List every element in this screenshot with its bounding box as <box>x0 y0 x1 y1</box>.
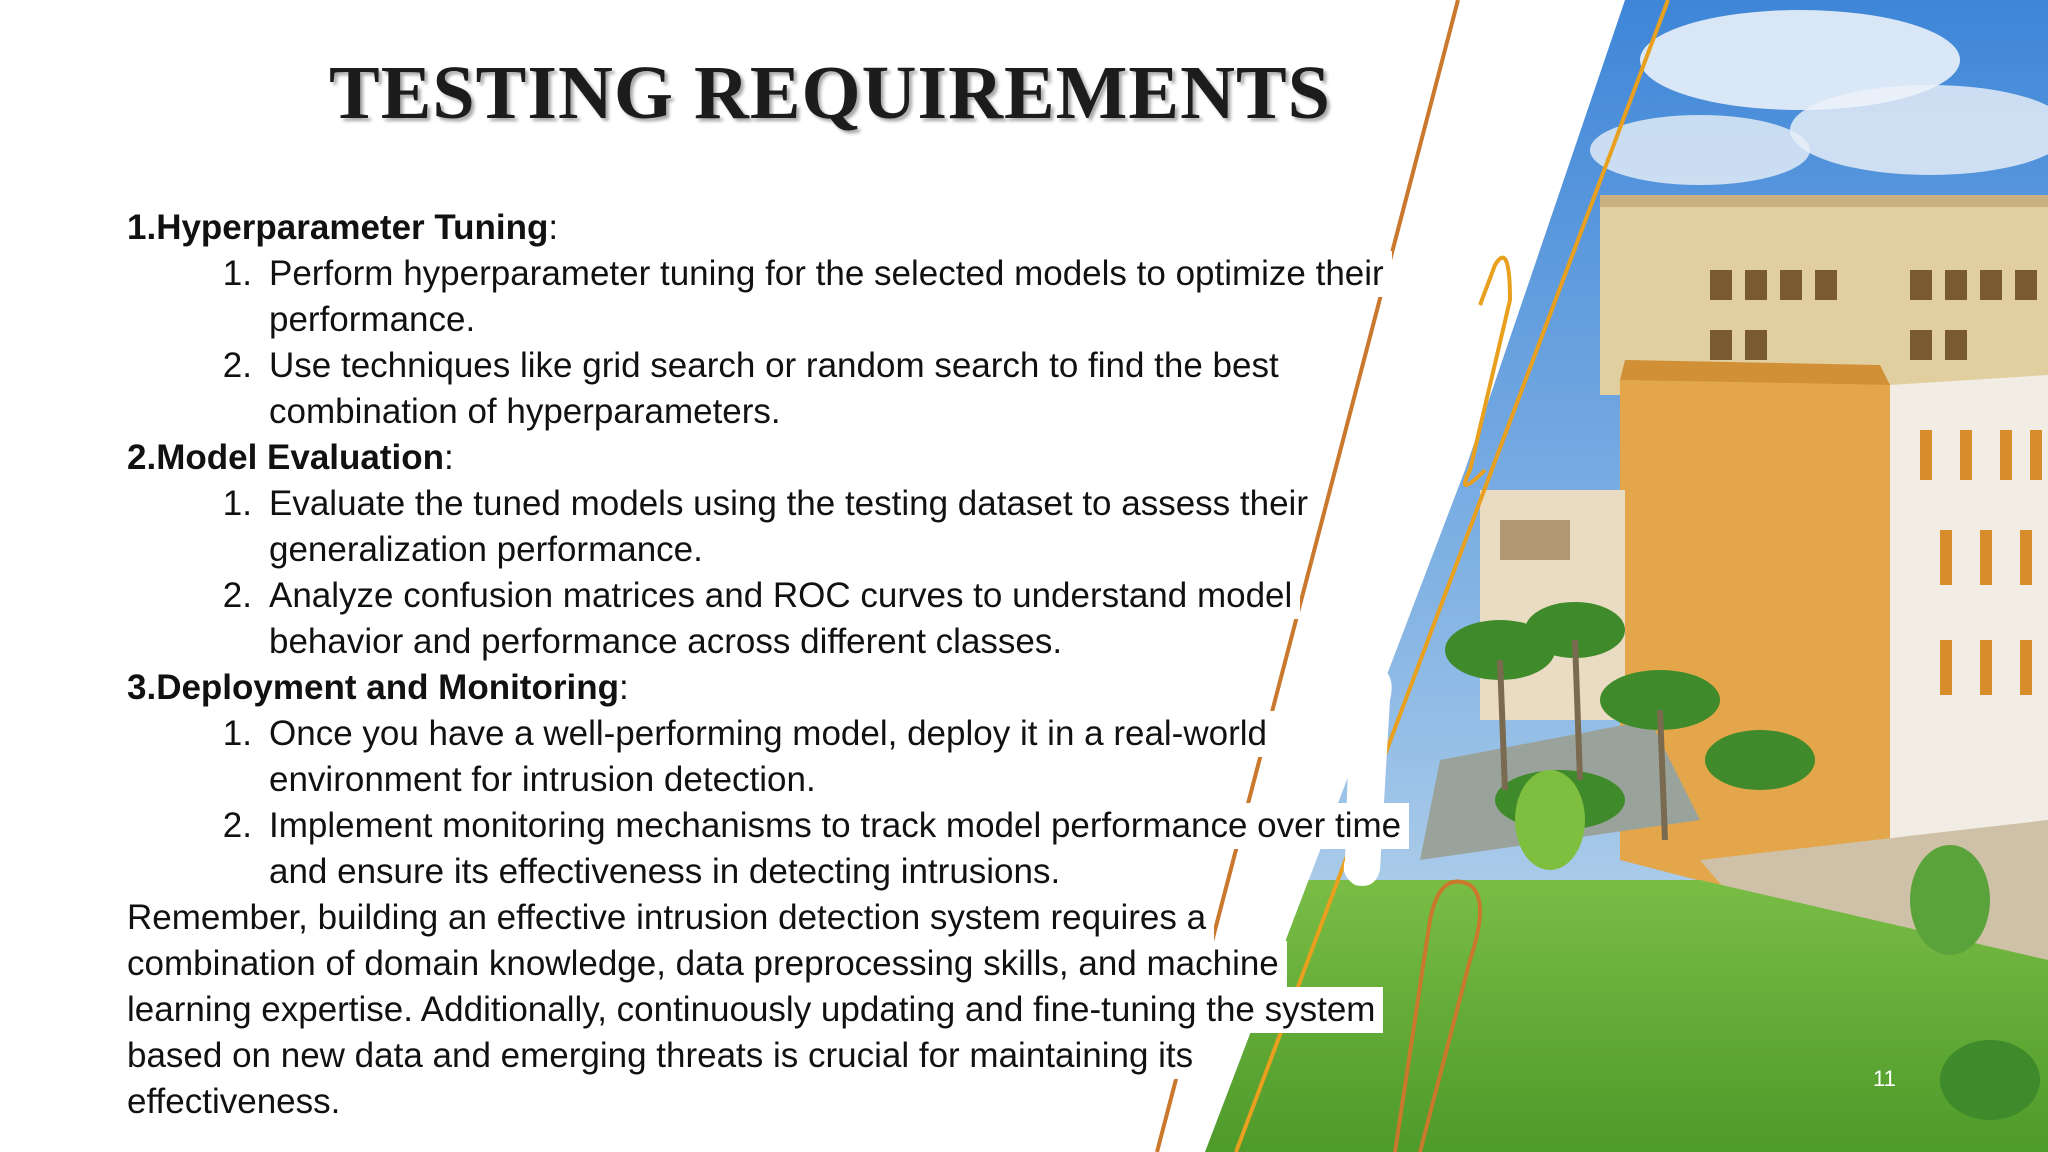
list-number: 2. <box>222 346 252 385</box>
section-heading: 3.Deployment and Monitoring: <box>127 668 629 707</box>
list-item: 2. Analyze confusion matrices and ROC cu… <box>127 573 1547 665</box>
list-item: 1. Evaluate the tuned models using the t… <box>127 481 1547 573</box>
conclusion-line: Remember, building an effective intrusio… <box>127 895 1215 941</box>
list-number: 2. <box>222 806 252 845</box>
list-number: 2. <box>222 576 252 615</box>
list-text-line: Use techniques like grid search or rando… <box>269 346 1279 385</box>
slide-title: TESTING REQUIREMENTS <box>329 51 1331 135</box>
conclusion-line: learning expertise. Additionally, contin… <box>127 987 1384 1033</box>
list-text-line: Perform hyperparameter tuning for the se… <box>269 251 1392 297</box>
list-text-line: Analyze confusion matrices and ROC curve… <box>269 573 1301 619</box>
conclusion-line: based on new data and emerging threats i… <box>127 1033 1202 1079</box>
list-item: 1. Perform hyperparameter tuning for the… <box>127 251 1547 343</box>
list-text-line: behavior and performance across differen… <box>269 622 1063 661</box>
section-heading: 1.Hyperparameter Tuning: <box>127 208 559 247</box>
list-text-line: combination of hyperparameters. <box>269 392 781 431</box>
list-text-line: Evaluate the tuned models using the test… <box>269 484 1308 523</box>
list-text-line: and ensure its effectiveness in detectin… <box>269 849 1069 895</box>
page-number: 11 <box>1873 1066 1896 1091</box>
section-heading: 2.Model Evaluation: <box>127 438 454 477</box>
slide-body: 1.Hyperparameter Tuning: 1. Perform hype… <box>127 205 1547 1125</box>
list-number: 1. <box>222 714 252 753</box>
list-text-line: environment for intrusion detection. <box>269 760 816 799</box>
list-text-line: Implement monitoring mechanisms to track… <box>269 803 1410 849</box>
list-text-line: Once you have a well-performing model, d… <box>269 711 1275 757</box>
list-item: 2. Use techniques like grid search or ra… <box>127 343 1547 435</box>
list-text-line: generalization performance. <box>269 530 703 569</box>
list-text-line: performance. <box>269 300 476 339</box>
photo-content <box>1205 0 2048 1152</box>
conclusion-line: combination of domain knowledge, data pr… <box>127 941 1287 987</box>
conclusion-line: effectiveness. <box>127 1082 341 1121</box>
list-number: 1. <box>222 484 252 523</box>
list-item: 1. Once you have a well-performing model… <box>127 711 1547 803</box>
conclusion-paragraph: Remember, building an effective intrusio… <box>127 895 1547 1125</box>
list-item: 2. Implement monitoring mechanisms to tr… <box>127 803 1547 895</box>
list-number: 1. <box>222 254 252 293</box>
